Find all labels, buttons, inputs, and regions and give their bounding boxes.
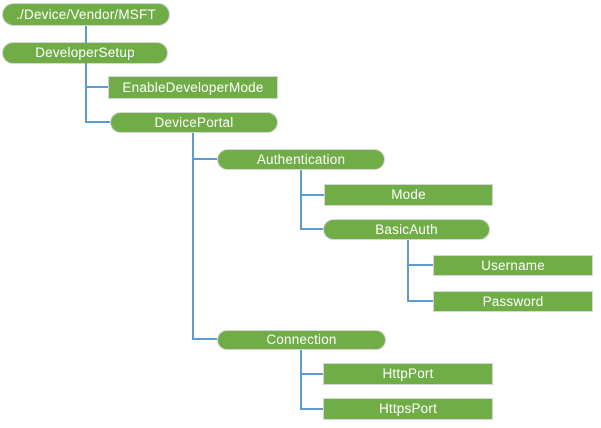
node-password: Password — [433, 291, 593, 312]
connector-branch-deviceportal — [85, 121, 110, 123]
connector-authentication-trunk — [300, 170, 302, 230]
connector-branch-connection — [192, 338, 217, 340]
node-device-vendor-msft: ./Device/Vendor/MSFT — [2, 3, 170, 26]
node-httpsport: HttpsPort — [323, 398, 493, 420]
connector-branch-username — [407, 264, 433, 266]
node-enabledevelopermode: EnableDeveloperMode — [108, 76, 278, 99]
connector-deviceportal-trunk — [192, 133, 194, 340]
connector-branch-mode — [300, 194, 324, 196]
connector-branch-authentication — [192, 158, 217, 160]
connector-basicauth-trunk — [407, 240, 409, 302]
node-username: Username — [433, 255, 593, 276]
node-deviceportal: DevicePortal — [110, 112, 278, 133]
node-connection: Connection — [217, 330, 386, 350]
node-developersetup: DeveloperSetup — [2, 42, 168, 64]
connector-branch-basicauth — [300, 228, 323, 230]
node-httpport: HttpPort — [323, 363, 493, 385]
node-authentication: Authentication — [217, 149, 385, 170]
connector-connection-trunk — [300, 350, 302, 410]
connector-branch-httpsport — [300, 408, 323, 410]
node-mode: Mode — [324, 184, 493, 206]
connector-branch-httpport — [300, 373, 323, 375]
node-basicauth: BasicAuth — [323, 219, 490, 240]
connector-msft-developersetup — [85, 26, 87, 43]
connector-branch-enabledevelopermode — [85, 86, 108, 88]
connector-branch-password — [407, 300, 433, 302]
connector-developersetup-trunk — [85, 63, 87, 123]
